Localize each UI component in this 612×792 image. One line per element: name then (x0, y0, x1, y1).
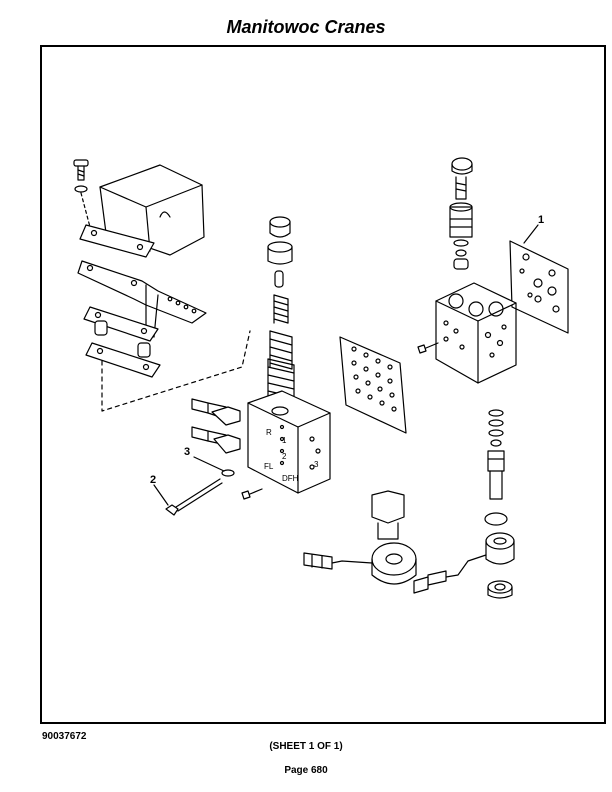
nut-icon (487, 580, 513, 599)
page-title: Manitowoc Cranes (226, 17, 386, 37)
solenoid-icon (371, 490, 417, 585)
outline-leader (101, 330, 251, 412)
stem-icon (455, 176, 467, 200)
callout-1: 1 (538, 214, 544, 226)
spacer-icon (94, 320, 151, 358)
fitting-icon (211, 406, 241, 454)
svg-text:R: R (266, 428, 272, 437)
gasket-plate-icon (509, 240, 569, 334)
cover-assembly (73, 159, 251, 412)
diagram-frame: R 1 2 3 FL DFH 1 2 3 (40, 45, 606, 724)
o-ring-icon (453, 239, 469, 247)
nut-icon (453, 258, 469, 270)
o-ring-stack (488, 409, 504, 447)
callout-2: 2 (150, 474, 156, 486)
exploded-parts-diagram: R 1 2 3 FL DFH 1 2 3 (73, 157, 569, 599)
bracket-plate-icon (79, 224, 155, 258)
o-ring-icon (484, 512, 508, 526)
valve-block-icon (247, 390, 331, 494)
connector-icon (303, 552, 373, 570)
gasket-plate-icon (339, 336, 407, 434)
cap-icon (451, 157, 473, 175)
document-number: 90037672 (42, 731, 87, 742)
connector-icon (413, 554, 487, 594)
callout-3: 3 (184, 446, 190, 458)
small-spring-icon (273, 294, 289, 324)
spring-icon (269, 330, 293, 370)
svg-text:3: 3 (314, 460, 319, 469)
callout-leader-3 (193, 456, 225, 472)
sheet-label: (SHEET 1 OF 1) (269, 741, 343, 752)
gasket-plate-icon (83, 306, 159, 342)
washer-icon (221, 469, 235, 477)
long-bolt-icon (165, 478, 223, 516)
plug-icon (191, 398, 227, 446)
callout-leader-1 (523, 224, 539, 244)
svg-text:FL: FL (264, 462, 274, 471)
callout-leader-2 (153, 484, 169, 506)
screw-icon (73, 159, 89, 181)
page-number: Page 680 (284, 765, 328, 776)
cartridge-icon (449, 202, 473, 238)
svg-text:DFH: DFH (282, 474, 299, 483)
small-screw-icon (241, 488, 263, 500)
valve-block-icon (435, 282, 517, 384)
o-ring-icon (455, 249, 467, 257)
svg-text:1: 1 (282, 436, 287, 445)
small-screw-icon (417, 342, 439, 354)
block-markings: R 1 2 3 FL DFH (264, 428, 319, 483)
solenoid-stem-icon (487, 450, 505, 500)
lower-plate-icon (85, 342, 161, 378)
coil-icon (485, 532, 515, 565)
washer-icon (74, 185, 88, 193)
mounting-bracket-icon (77, 260, 207, 338)
spool-stack (267, 216, 295, 406)
svg-text:2: 2 (282, 452, 287, 461)
